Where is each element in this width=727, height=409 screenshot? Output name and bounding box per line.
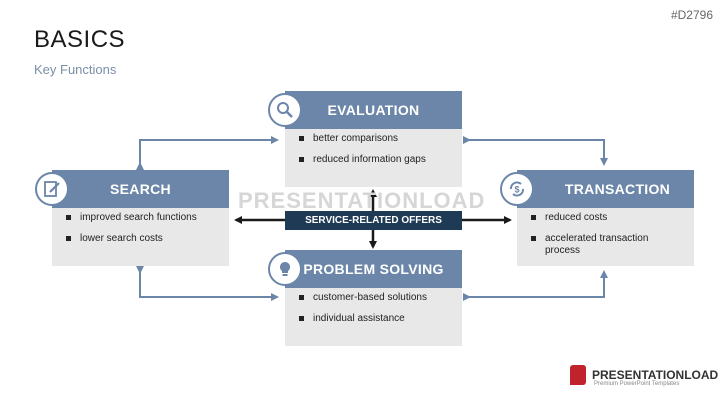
evaluation-item: better comparisons (297, 133, 457, 145)
transaction-item: reduced costs (529, 212, 679, 224)
problem-header: PROBLEM SOLVING (285, 250, 462, 288)
arrow-problem-transaction (463, 270, 608, 301)
currency-exchange-icon: $ (510, 181, 524, 197)
slide-code: #D2796 (670, 8, 713, 22)
slide-subtitle: Key Functions (34, 62, 117, 77)
logo-text: PRESENTATIONLOAD (592, 368, 719, 382)
evaluation-list: better comparisons reduced information g… (297, 133, 457, 175)
problem-item: customer-based solutions (297, 292, 457, 304)
problem-list: customer-based solutions individual assi… (297, 292, 457, 334)
transaction-list: reduced costs accelerated transaction pr… (529, 212, 679, 266)
edit-document-icon (44, 181, 60, 197)
search-item: lower search costs (64, 233, 224, 245)
problem-item: individual assistance (297, 313, 457, 325)
slide-title: BASICS (34, 26, 126, 53)
arrow-search-evaluation (136, 136, 279, 170)
search-list: improved search functions lower search c… (64, 212, 224, 254)
arrow-search-problem (136, 266, 279, 301)
evaluation-icon-badge (268, 93, 302, 127)
logo-tagline: Premium PowerPoint Templates (594, 381, 680, 387)
arrow-evaluation-transaction (463, 136, 608, 166)
evaluation-header: EVALUATION (285, 91, 462, 129)
transaction-icon-badge: $ (500, 172, 534, 206)
svg-text:$: $ (514, 185, 519, 195)
center-label: SERVICE-RELATED OFFERS (285, 211, 462, 230)
transaction-item: accelerated transaction process (529, 233, 679, 257)
transaction-header: TRANSACTION (517, 170, 694, 208)
magnifier-icon (277, 102, 293, 118)
watermark: PRESENTATIONLOAD (238, 188, 486, 213)
search-header: SEARCH (52, 170, 229, 208)
logo: PRESENTATIONLOAD (570, 365, 718, 385)
search-icon-badge (35, 172, 69, 206)
search-item: improved search functions (64, 212, 224, 224)
problem-icon-badge (268, 252, 302, 286)
evaluation-item: reduced information gaps (297, 154, 457, 166)
logo-mark-icon (570, 365, 586, 385)
lightbulb-icon (280, 262, 290, 276)
